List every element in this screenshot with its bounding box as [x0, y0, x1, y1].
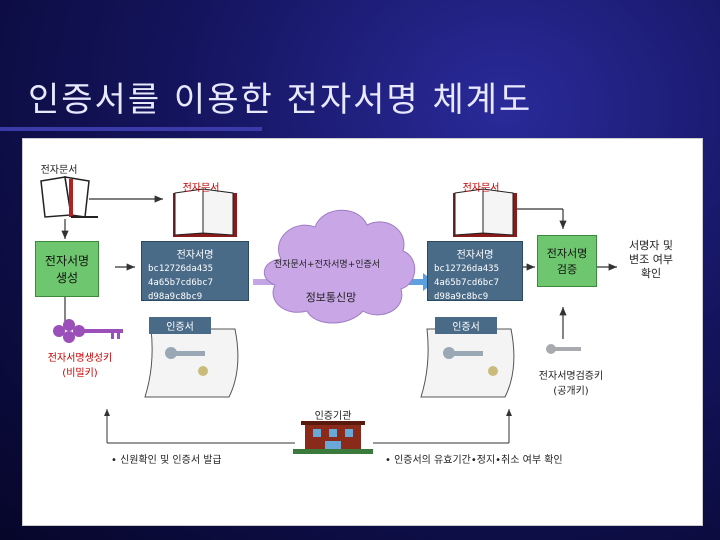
network-package-label: 전자문서+전자서명+인증서 [273, 260, 381, 270]
private-key-icon [53, 319, 123, 343]
title-underline [0, 127, 262, 131]
receiver-signature-hash: bc12726da435 4a65b7cd6bc7 d98a9c8bc9 [434, 264, 500, 302]
receiver-document-icon [453, 188, 517, 237]
slide-title: 인증서를 이용한 전자서명 체계도 [28, 80, 533, 120]
ca-label: 인증기관 [314, 411, 352, 422]
network-label: 정보통신망 [305, 291, 357, 304]
diagram-graphics [40, 176, 617, 454]
ca-left-note: • 신원확인 및 인증서 발급 [111, 455, 222, 466]
receiver-signature-title: 전자서명 [456, 250, 494, 261]
sender-document-label: 전자문서 [182, 183, 220, 194]
receiver-signature-box: 전자서명 bc12726da435 4a65b7cd6bc7 d98a9c8bc… [427, 241, 523, 302]
private-key-label: 전자서명생성키 (비밀키) [47, 353, 113, 379]
receiver-certificate-label: 인증서 [435, 317, 497, 334]
verification-result-text: 서명자 및 변조 여부 확인 [629, 239, 673, 280]
sender-certificate-label: 인증서 [149, 317, 211, 334]
sender-signature-hash: bc12726da435 4a65b7cd6bc7 d98a9c8bc9 [148, 264, 214, 302]
receiver-document-label: 전자문서 [462, 183, 500, 194]
public-key-icon [546, 344, 581, 354]
ca-building-icon [293, 421, 373, 454]
sender-certificate-scroll [144, 328, 239, 398]
ca-right-note: • 인증서의 유효기간•정지•취소 여부 확인 [385, 455, 563, 466]
sender-document-icon [173, 188, 237, 237]
sender-signature-title: 전자서명 [176, 250, 214, 261]
receiver-certificate-scroll [420, 328, 515, 398]
sign-generation-box: 전자서명 생성 [35, 241, 99, 297]
network-cloud [264, 209, 416, 324]
sign-verify-box: 전자서명 검증 [537, 235, 597, 287]
source-document-icon [40, 176, 98, 218]
diagram-panel: 전자문서 전자서명 생성 전자문서 전자서명 bc12726da435 4a65… [22, 138, 703, 526]
public-key-label: 전자서명검증키 (공개키) [538, 371, 604, 397]
source-document-label: 전자문서 [40, 165, 78, 176]
sender-signature-box: 전자서명 bc12726da435 4a65b7cd6bc7 d98a9c8bc… [141, 241, 249, 302]
